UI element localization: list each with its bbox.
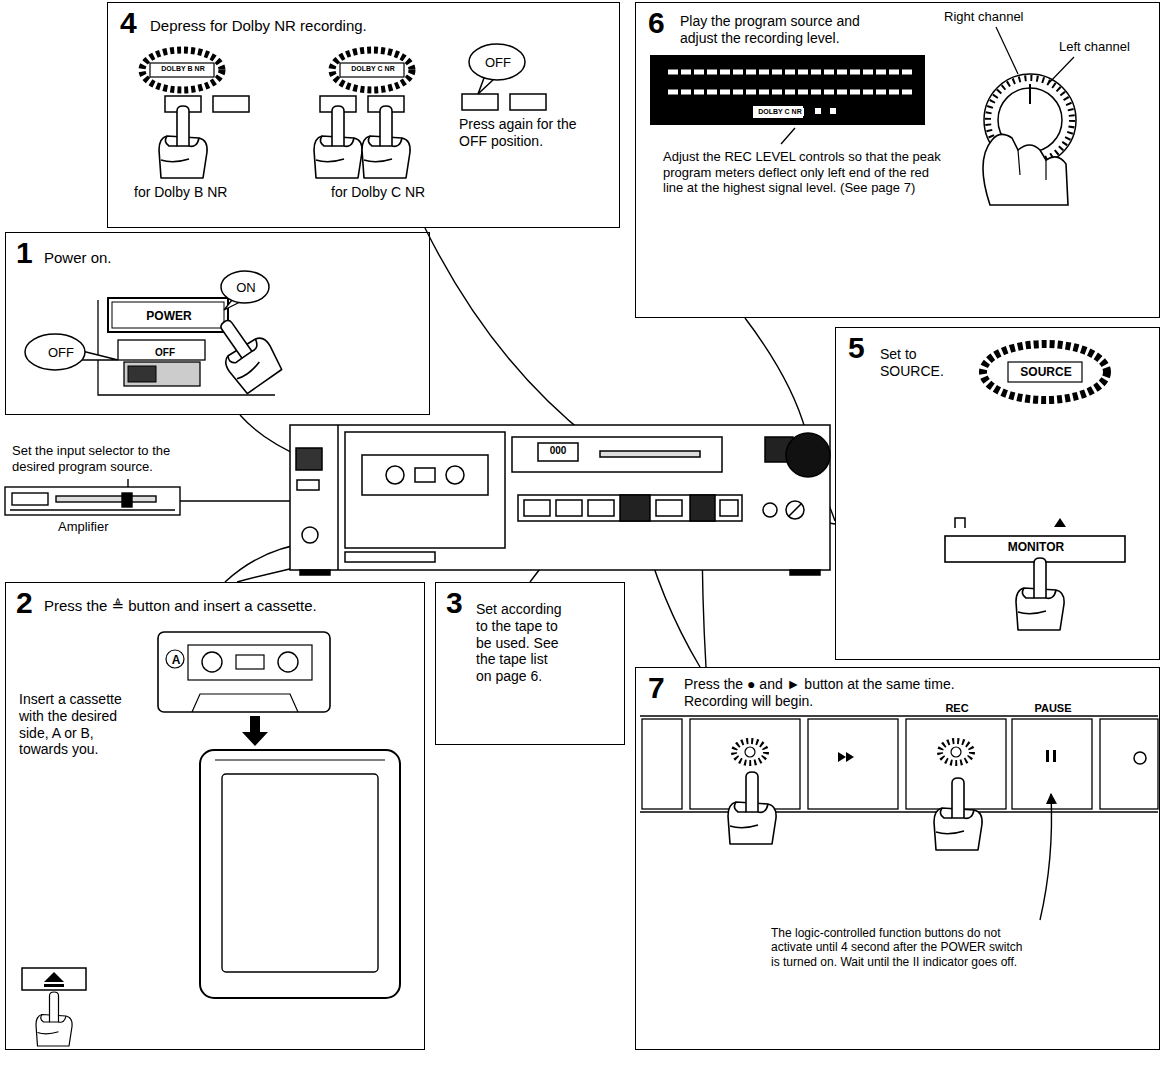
meter-label: DOLBY C NR: [756, 108, 804, 116]
amplifier: [5, 487, 180, 515]
step-heading: Power on.: [44, 249, 244, 267]
step-box: 5Set to SOURCE. SOURCE MONITOR: [835, 327, 1160, 660]
step-heading: Set according to the tape to be used. Se…: [476, 601, 565, 685]
button-caption: for Dolby C NR: [331, 184, 471, 201]
bubble-label: OFF: [41, 345, 81, 361]
button-label: PAUSE: [1025, 702, 1081, 715]
bubble-label: ON: [231, 280, 261, 296]
step-box: 6Play the program source and adjust the …: [635, 2, 1160, 318]
step-number: 6: [648, 5, 678, 41]
note-text: The logic-controlled function buttons do…: [771, 926, 1026, 969]
step-heading: Play the program source and adjust the r…: [680, 13, 885, 47]
side-label: A: [166, 653, 186, 667]
button-label: POWER: [109, 309, 229, 323]
note-text: Press again for the OFF position.: [459, 116, 604, 150]
counter-digits: 000: [541, 445, 575, 457]
cassette-deck: [290, 425, 830, 575]
step-number: 2: [16, 585, 46, 621]
step-number: 1: [16, 235, 46, 271]
monitor-switch: [945, 344, 1125, 630]
input-note: Set the input selector to the desired pr…: [12, 443, 207, 474]
step-heading: Press the ≜ button and insert a cassette…: [44, 597, 414, 615]
channel-label: Right channel: [944, 9, 1044, 25]
indicator-label: SOURCE: [1009, 365, 1083, 379]
note-text: Insert a cassette with the desired side,…: [19, 691, 131, 758]
bubble-label: OFF: [480, 55, 516, 71]
button-caption: for Dolby B NR: [134, 184, 274, 201]
step-box: 2Press the ≜ button and insert a cassett…: [5, 582, 425, 1050]
note-text: Adjust the REC LEVEL controls so that th…: [663, 149, 943, 196]
indicator-label: DOLBY B NR: [151, 65, 215, 73]
dolby-buttons: [142, 44, 546, 178]
step-number: 7: [648, 670, 678, 706]
step-box: 4Depress for Dolby NR recording. DOLBY B …: [107, 2, 620, 228]
function-buttons: [640, 716, 1158, 920]
channel-label: Left channel: [1059, 39, 1154, 55]
step-box: 1Power on. ONPOWER OFF OFF: [5, 232, 430, 415]
button-label: REC: [937, 702, 977, 715]
step-heading: Depress for Dolby NR recording.: [150, 17, 470, 35]
step-number: 4: [120, 5, 150, 41]
switch-label: OFF: [125, 347, 205, 359]
device-label: Amplifier: [58, 519, 138, 535]
step-box: 7Press the ● and ► button at the same ti…: [635, 667, 1160, 1050]
button-label: MONITOR: [946, 540, 1126, 554]
power-switch: [25, 271, 285, 395]
indicator-label: DOLBY C NR: [341, 65, 405, 73]
level-meter: [650, 55, 925, 144]
step-number: 3: [446, 585, 476, 621]
step-box: 3Set according to the tape to be used. S…: [435, 582, 625, 745]
step-heading: Set to SOURCE.: [880, 346, 958, 380]
step-number: 5: [848, 330, 878, 366]
